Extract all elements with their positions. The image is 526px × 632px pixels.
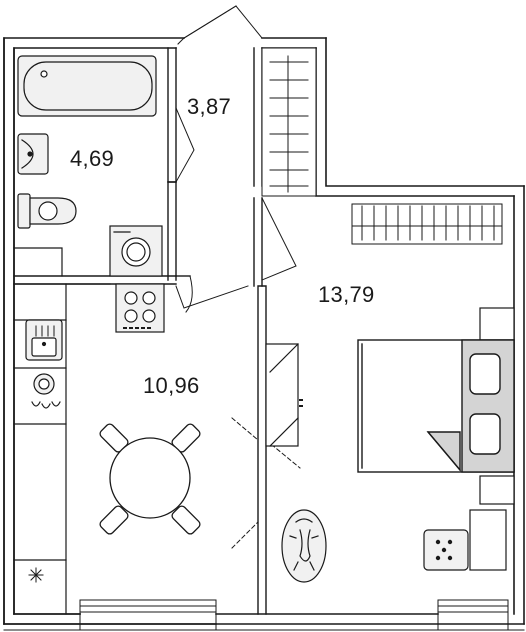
kitchen-sink [25, 319, 63, 361]
room-area-kitchen: 10,96 [143, 373, 200, 398]
bathtub [17, 55, 157, 117]
desk [423, 509, 507, 571]
toilet [17, 193, 77, 229]
bathroom-counter [13, 247, 63, 277]
tv-unit [265, 343, 303, 447]
room-area-hall: 3,87 [187, 94, 232, 119]
washbasin [17, 133, 49, 175]
bedroom-radiator [351, 203, 503, 245]
room-area-bathroom: 4,69 [70, 146, 115, 171]
doors [175, 5, 301, 549]
rug-with-pet [281, 509, 327, 583]
dishwasher-dishes [31, 373, 61, 409]
fridge-star [28, 567, 44, 583]
washing-machine [109, 225, 163, 277]
bottom-windows [3, 599, 525, 631]
bed [357, 339, 515, 473]
room-area-bedroom: 13,79 [318, 282, 375, 307]
dining-set [99, 423, 201, 535]
balcony-hatch [261, 47, 317, 197]
stove [115, 283, 165, 333]
